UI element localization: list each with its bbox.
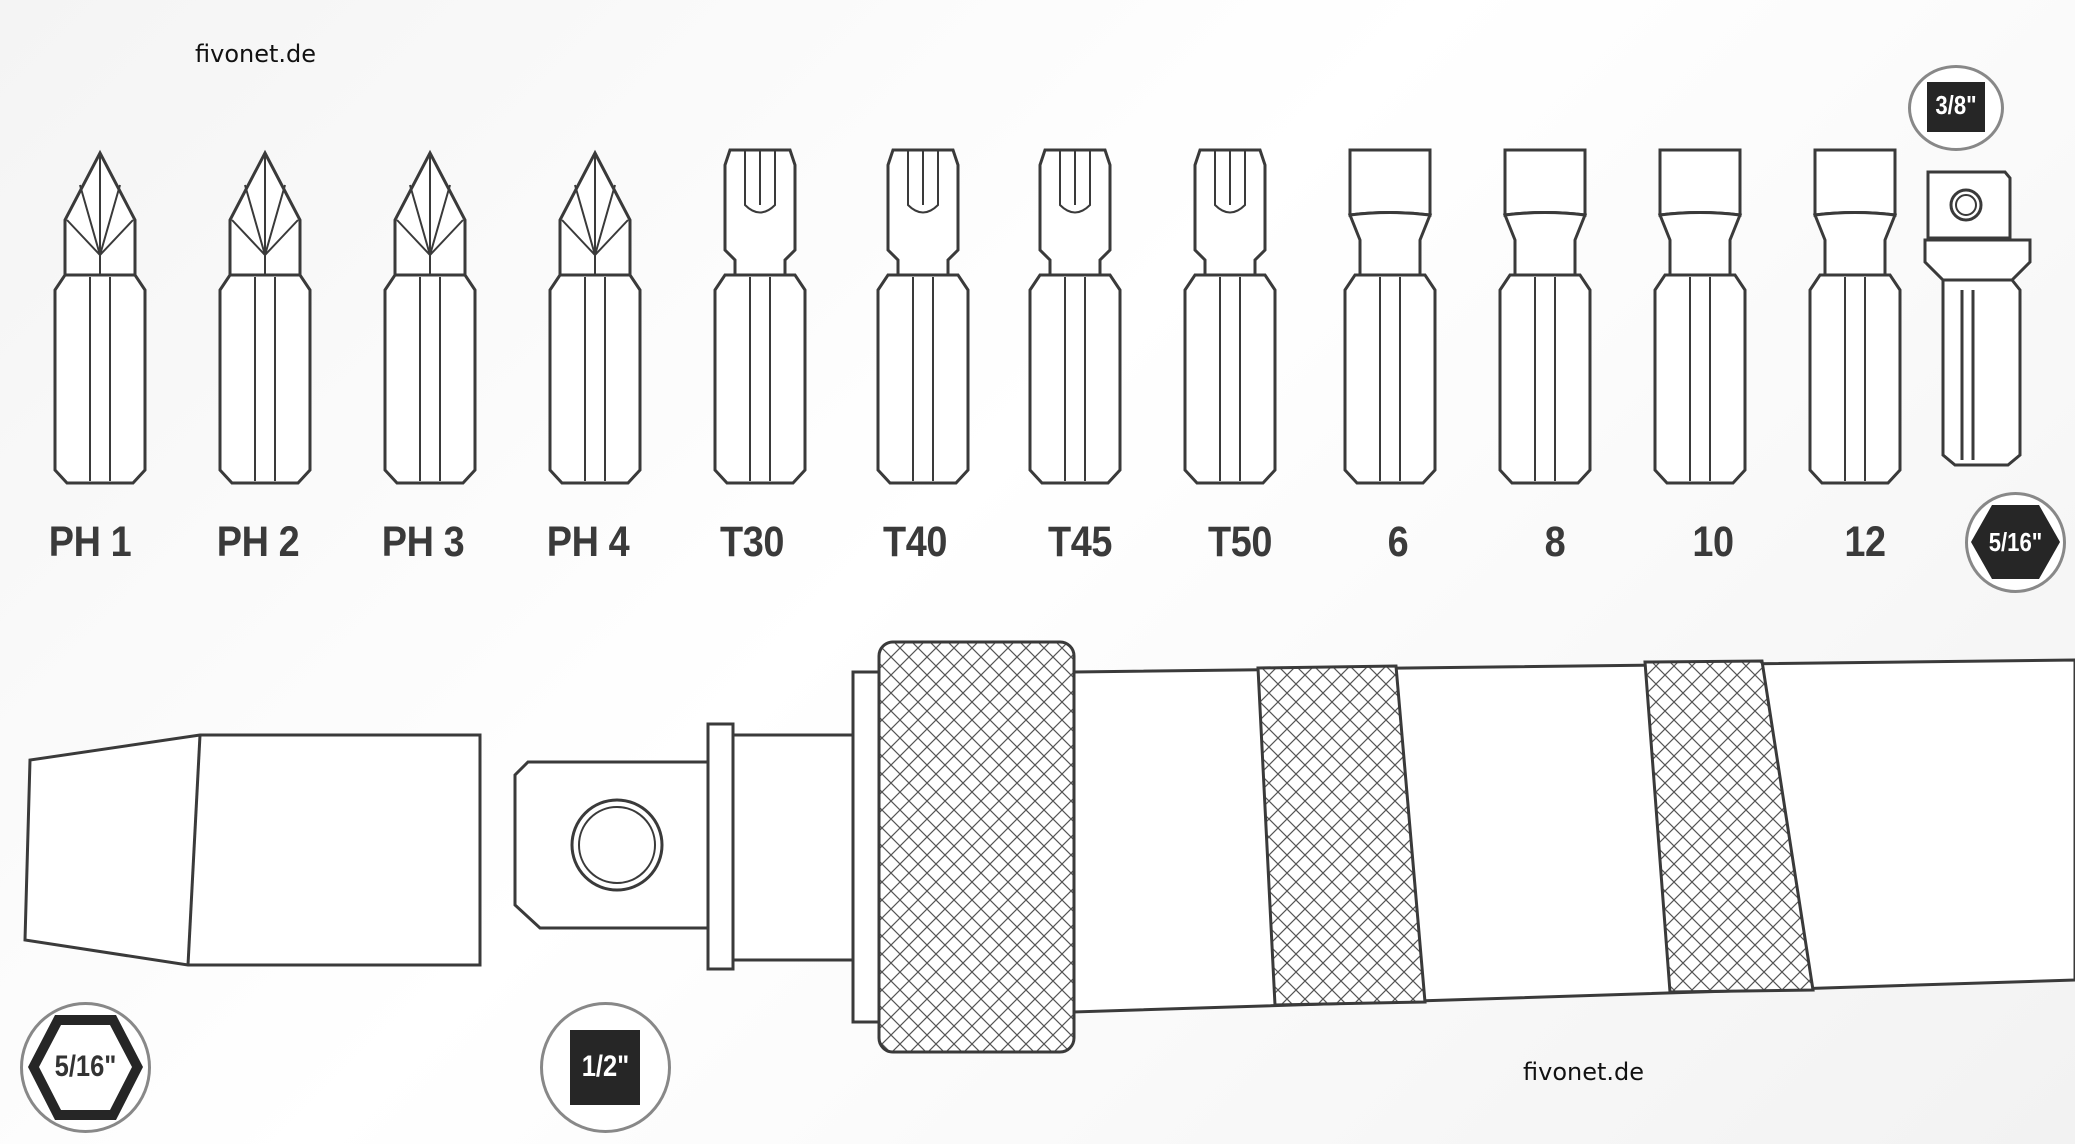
bit-label: T50: [1208, 518, 1272, 566]
bit-torx: [868, 145, 978, 495]
ratchet-handle: [513, 640, 2075, 1054]
phillips-bit-icon: [218, 149, 312, 485]
bit-slotted: [1645, 145, 1755, 495]
bit-phillips: [45, 145, 155, 495]
hex-socket: [23, 733, 482, 967]
bit-slotted: [1490, 145, 1600, 495]
bit-label: PH 3: [381, 518, 465, 566]
slotted-bit-icon: [1653, 148, 1747, 485]
bit-torx: [1175, 145, 1285, 495]
torx-bit-icon: [1183, 148, 1277, 485]
watermark-top: fivonet.de: [195, 40, 317, 68]
bit-slotted: [1335, 145, 1445, 495]
badge-adapter-square-label: 3/8": [1935, 90, 1977, 120]
torx-bit-icon: [876, 148, 970, 485]
bit-slotted: [1800, 145, 1910, 495]
bit-label: 12: [1844, 518, 1886, 566]
badge-adapter-square: 3/8": [1908, 65, 2004, 151]
badge-adapter-hex: 5/16": [1965, 492, 2066, 593]
hex-drive-icon: [1971, 505, 2060, 579]
bit-label: 8: [1544, 518, 1566, 566]
slotted-bit-icon: [1498, 148, 1592, 485]
phillips-bit-icon: [383, 149, 477, 485]
badge-socket-hex-label: 5/16": [54, 1050, 117, 1083]
phillips-bit-icon: [548, 149, 642, 485]
slotted-bit-icon: [1343, 148, 1437, 485]
badge-handle-square: 1/2": [540, 1002, 671, 1133]
bit-label: PH 1: [48, 518, 132, 566]
badge-handle-square-label: 1/2": [581, 1050, 630, 1083]
square-drive-icon: [1927, 82, 1985, 132]
watermark-bottom: fivonet.de: [1523, 1058, 1645, 1086]
torx-bit-icon: [1028, 148, 1122, 485]
bit-label: T45: [1048, 518, 1112, 566]
bit-torx: [705, 145, 815, 495]
bit-label: 6: [1387, 518, 1409, 566]
hex-socket-icon: [28, 1015, 143, 1120]
bit-label: T30: [720, 518, 784, 566]
bit-phillips: [210, 145, 320, 495]
badge-socket-hex: 5/16": [20, 1002, 151, 1133]
torx-bit-icon: [713, 148, 807, 485]
badge-adapter-hex-label: 5/16": [1988, 527, 2043, 557]
square-adapter-bit: [1923, 170, 2032, 467]
slotted-bit-icon: [1808, 148, 1902, 485]
phillips-bit-icon: [53, 149, 147, 485]
bit-label: PH 4: [546, 518, 630, 566]
bit-phillips: [375, 145, 485, 495]
bit-label: 10: [1692, 518, 1734, 566]
bit-label: T40: [883, 518, 947, 566]
bit-phillips: [540, 145, 650, 495]
bit-torx: [1020, 145, 1130, 495]
square-drive-icon: [570, 1030, 640, 1105]
bit-label: PH 2: [216, 518, 300, 566]
